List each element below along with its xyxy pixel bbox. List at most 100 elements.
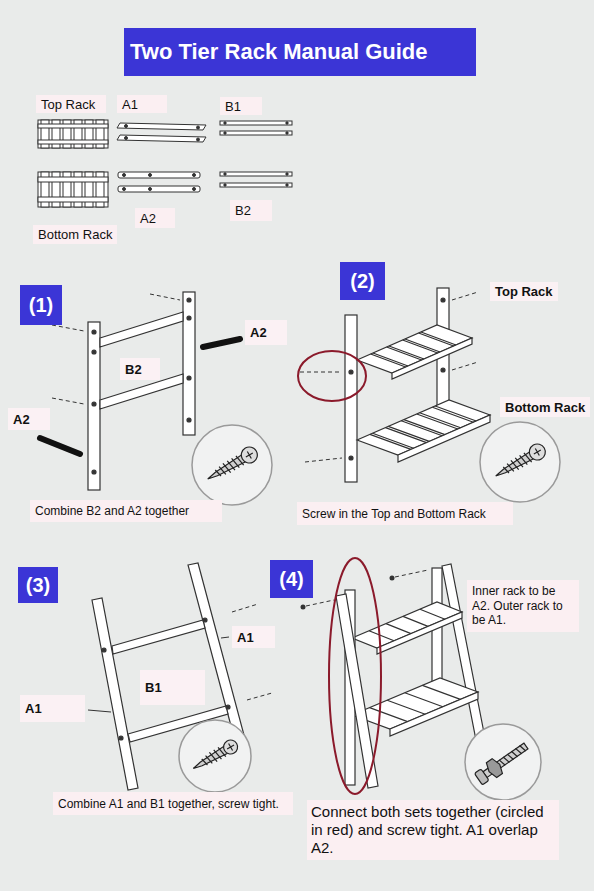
screw-icon xyxy=(238,444,260,466)
screw-icon xyxy=(191,746,228,772)
a2-black-bar xyxy=(40,438,80,454)
label-text: Inner rack to be A2. Outer rack to be A1… xyxy=(472,584,574,627)
leader-line xyxy=(88,637,229,712)
screw-icon xyxy=(494,452,534,480)
step1-frame xyxy=(100,312,183,347)
label-text: (2) xyxy=(350,270,374,293)
bolt-dot xyxy=(301,605,306,610)
label-text: Top Rack xyxy=(495,284,553,299)
parts-a2-bars xyxy=(118,186,200,192)
step4-frame xyxy=(370,685,461,721)
step3-frame xyxy=(112,620,205,654)
parts-top-rack xyxy=(38,120,108,148)
parts-a2-bars xyxy=(118,172,200,192)
parts-a2-bars xyxy=(193,174,196,177)
parts-a2-bars xyxy=(149,174,152,177)
parts-a1-bars xyxy=(125,137,128,140)
parts-b2-bars xyxy=(224,173,226,175)
screw-direction-dash xyxy=(452,362,478,370)
step1-frame xyxy=(187,376,191,380)
parts-bottom-rack xyxy=(38,172,108,207)
bolt-icon xyxy=(465,724,541,800)
parts-b2-bars xyxy=(220,183,292,187)
screw-icon xyxy=(502,452,531,476)
step1-frame xyxy=(92,470,96,474)
screw-icon xyxy=(221,737,240,756)
leader-line xyxy=(88,710,111,712)
part-label: A1 xyxy=(117,95,167,113)
parts-top-rack xyxy=(38,140,108,144)
part-label: Bottom Rack xyxy=(500,397,590,417)
step1-frame xyxy=(88,322,100,490)
step-caption: Combine B2 and A2 together xyxy=(30,500,222,522)
bolt-icon xyxy=(484,757,505,779)
screw-icon xyxy=(492,441,548,483)
title-banner: Two Tier Rack Manual Guide xyxy=(124,28,476,76)
screw-icon xyxy=(480,422,560,502)
parts-b2-bars xyxy=(286,184,288,186)
step-number: (3) xyxy=(18,567,58,603)
red-circle-mark xyxy=(329,558,381,794)
step2-frame xyxy=(349,456,353,460)
parts-a2-bars xyxy=(118,172,200,178)
parts-b1-bars xyxy=(220,131,292,135)
step-number: (1) xyxy=(20,285,62,325)
parts-b1-bars xyxy=(220,121,292,135)
red-circle-mark xyxy=(298,351,366,401)
step-caption: Screw in the Top and Bottom Rack xyxy=(297,502,513,525)
a2-black-bar xyxy=(203,339,240,347)
screw-icon xyxy=(179,720,251,792)
screw-direction-dash xyxy=(306,570,428,606)
screw-direction-dash xyxy=(52,294,180,404)
label-text: A2 xyxy=(140,211,156,226)
parts-a1-bars xyxy=(125,125,128,128)
parts-bottom-rack xyxy=(38,172,108,207)
screw-icon xyxy=(225,742,236,753)
step1-frame xyxy=(92,330,96,334)
step-number: (2) xyxy=(340,262,385,300)
bolt-icon xyxy=(499,744,526,766)
step2-frame xyxy=(349,370,353,374)
bolt-dot xyxy=(390,576,395,581)
step2-frame xyxy=(371,332,456,367)
label-text: A1 xyxy=(237,630,254,645)
part-label: B2 xyxy=(230,200,272,221)
step3-frame xyxy=(119,736,123,740)
screw-icon xyxy=(532,447,543,458)
screw-direction-dash xyxy=(452,292,478,300)
label-text: A1 xyxy=(122,97,138,112)
step4-frame xyxy=(336,594,378,788)
label-text: (4) xyxy=(279,568,303,591)
part-label: A2 xyxy=(135,208,175,228)
part-label: B1 xyxy=(140,670,205,705)
bolt-icon xyxy=(473,739,531,787)
screw-icon xyxy=(192,425,272,505)
parts-a1-bars xyxy=(197,126,200,129)
step1-frame xyxy=(187,298,191,302)
parts-top-rack xyxy=(38,120,108,148)
parts-a2-bars xyxy=(123,174,126,177)
parts-b2-bars xyxy=(286,173,288,175)
screw-direction-dash xyxy=(52,398,84,404)
screw-direction-dash xyxy=(247,693,272,700)
step3-frame xyxy=(226,705,230,709)
screw-icon xyxy=(244,450,255,461)
step-caption: Connect both sets together (circled in r… xyxy=(307,800,559,860)
screw-direction-dash xyxy=(306,600,334,606)
parts-bottom-rack xyxy=(38,197,108,202)
step3-frame xyxy=(92,563,248,790)
screw-direction-dash xyxy=(300,372,342,373)
step1-frame xyxy=(92,402,96,406)
step1-frame xyxy=(187,418,191,422)
screw-icon xyxy=(190,737,240,774)
part-label: Top Rack xyxy=(36,95,106,113)
screw-icon xyxy=(204,444,260,486)
screw-direction-dash xyxy=(232,604,258,612)
screw-direction-dash xyxy=(52,325,84,331)
step1-frame xyxy=(88,292,195,490)
parts-bottom-rack xyxy=(38,177,108,182)
title-text: Two Tier Rack Manual Guide xyxy=(130,39,427,65)
